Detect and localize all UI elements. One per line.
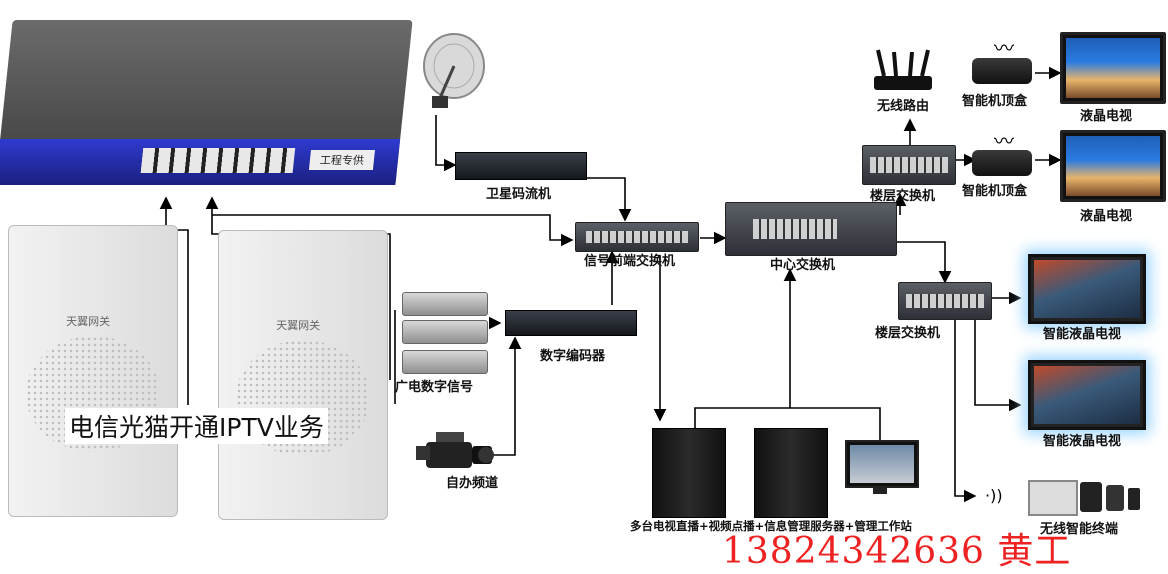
wireless-router-label: 无线路由 (877, 95, 929, 114)
broadcast-signal-label: 广电数字信号 (395, 376, 473, 395)
satellite-streamer (455, 152, 587, 180)
floor-switch-1-label: 楼层交换机 (870, 185, 935, 204)
wireless-router-icon (870, 48, 936, 92)
floor-switch-2 (898, 282, 992, 320)
dvb-box-1 (402, 292, 488, 316)
server-2 (754, 428, 828, 518)
line-dish-receiver (436, 115, 455, 165)
wifi-icon-2: 〰 (990, 125, 1018, 145)
line-floor2-smarttv2 (975, 310, 1020, 405)
phone-icon (1128, 488, 1140, 510)
front-switch-label: 信号前端交换机 (584, 250, 675, 269)
gigabit-router: 工程专供 (0, 20, 413, 185)
line-receiver-frontswitch (585, 178, 625, 220)
contact-phone: 13824342636 黄工 (722, 522, 1071, 574)
fiber-modem-2: 天翼网关 (218, 230, 388, 520)
stb-2-label: 智能机顶盒 (962, 180, 1027, 199)
center-switch (725, 202, 897, 256)
dvb-box-2 (402, 320, 488, 344)
center-switch-label: 中心交换机 (770, 254, 835, 273)
lcd-tv-2 (1060, 130, 1166, 202)
front-switch (575, 222, 699, 252)
fiber-modem-label: 电信光猫开通IPTV业务 (65, 408, 328, 444)
dvb-box-3 (402, 350, 488, 374)
wifi-icon-1: 〰 (990, 32, 1018, 52)
smart-tv-1-label: 智能液晶电视 (1043, 323, 1121, 342)
lcd-tv-1-label: 液晶电视 (1080, 105, 1132, 124)
tablet-icon (1080, 482, 1102, 512)
floor-switch-1 (862, 145, 956, 185)
satellite-dish-icon (410, 28, 494, 112)
fiber-modem-1: 天翼网关 (8, 225, 178, 517)
smart-stb-1 (972, 58, 1032, 84)
router-front-label: 工程专供 (309, 150, 375, 170)
tablet-icon-2 (1106, 485, 1124, 511)
smart-tv-2-label: 智能液晶电视 (1043, 430, 1121, 449)
laptop-icon (1028, 480, 1078, 516)
smart-tv-2 (1028, 360, 1146, 430)
lcd-tv-1 (1060, 32, 1166, 104)
encoder-label: 数字编码器 (540, 345, 605, 364)
stb-1-label: 智能机顶盒 (962, 90, 1027, 109)
floor-switch-2-label: 楼层交换机 (875, 322, 940, 341)
line-center-floor2 (895, 242, 945, 282)
lcd-tv-2-label: 液晶电视 (1080, 205, 1132, 224)
server-1 (652, 428, 726, 518)
line-floor2-wireless (955, 315, 975, 496)
digital-encoder (505, 310, 637, 336)
wifi-signal-icon: ·)) (985, 486, 1003, 505)
own-channel-label: 自办频道 (446, 472, 498, 491)
smart-tv-1 (1028, 254, 1146, 324)
workstation-monitor (845, 440, 915, 498)
satellite-streamer-label: 卫星码流机 (486, 183, 551, 202)
smart-stb-2 (972, 150, 1032, 176)
